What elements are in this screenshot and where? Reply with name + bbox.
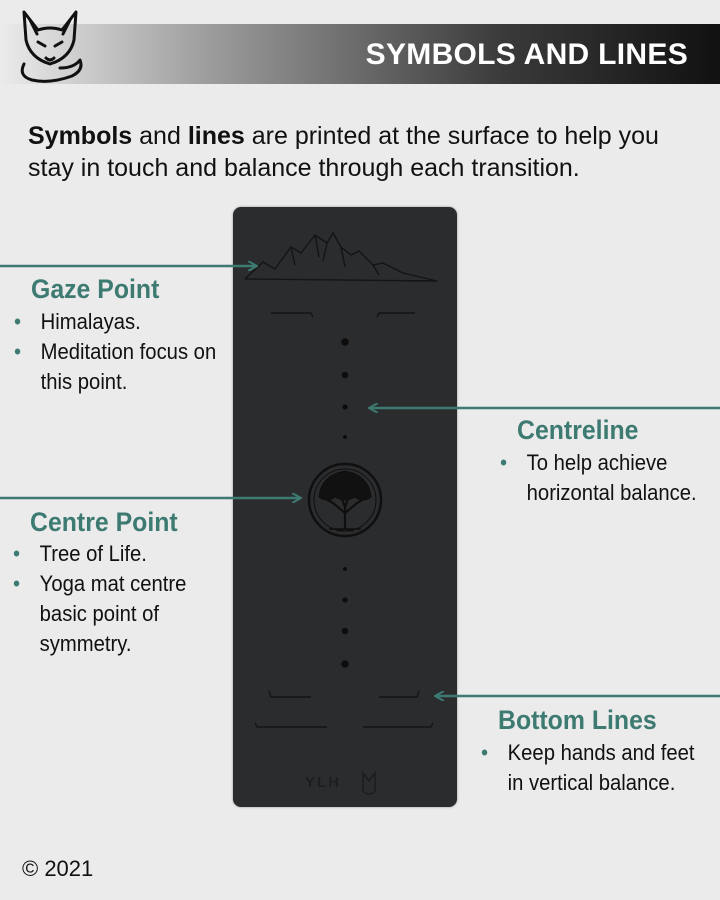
intro-text-and: and — [132, 122, 188, 150]
list-item: Keep hands and feet in vertical balance. — [481, 738, 711, 798]
list-item: Meditation focus on this point. — [14, 337, 216, 397]
mountain-icon — [244, 231, 438, 282]
gaze-point-list: Himalayas. Meditation focus on this poin… — [14, 307, 216, 397]
top-lines — [271, 312, 415, 318]
bottom-lines-list: Keep hands and feet in vertical balance. — [481, 738, 711, 798]
intro-text: Symbols and lines are printed at the sur… — [28, 120, 708, 184]
fox-logo-icon — [20, 10, 83, 83]
intro-bold-symbols: Symbols — [28, 122, 133, 150]
intro-bold-lines: lines — [187, 122, 245, 150]
copyright: © 2021 — [22, 856, 94, 881]
centreline-list: To help achieve horizontal balance. — [500, 448, 712, 508]
bottom-lines-title: Bottom Lines — [498, 705, 657, 735]
centreline-title: Centreline — [517, 415, 639, 445]
yoga-mat: YLH — [233, 207, 457, 807]
intro-text-rest: are printed at the surface to help you s… — [28, 122, 659, 182]
bottom-lines — [254, 690, 434, 728]
centreline-dots-bottom — [341, 567, 349, 668]
list-item: Himalayas. — [14, 307, 216, 337]
mat-fox-mark-icon — [362, 770, 376, 795]
centre-point-list: Tree of Life. Yoga mat centre basic poin… — [13, 539, 206, 659]
centre-point-title: Centre Point — [30, 507, 178, 537]
list-item: To help achieve horizontal balance. — [500, 448, 712, 508]
page-title: SYMBOLS AND LINES — [365, 38, 688, 71]
list-item: Tree of Life. — [13, 539, 206, 569]
mat-print — [244, 231, 438, 795]
mat-brand: YLH — [305, 774, 341, 791]
centreline-dots-top — [341, 338, 349, 439]
header-bar — [0, 24, 720, 84]
gaze-point-title: Gaze Point — [31, 274, 160, 304]
tree-of-life-icon — [307, 462, 383, 538]
list-item: Yoga mat centre basic point of symmetry. — [13, 569, 206, 659]
